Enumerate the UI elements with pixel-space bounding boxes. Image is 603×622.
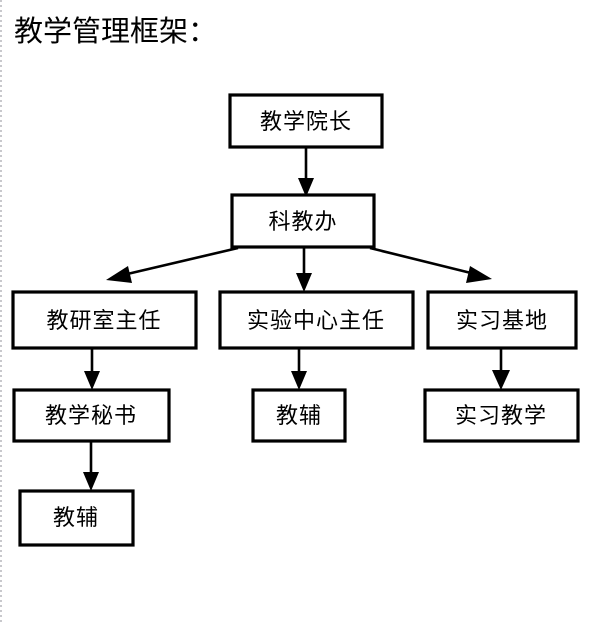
node-teaching-research-director[interactable]: 教研室主任	[11, 290, 198, 350]
node-label-science-education-office: 科教办	[268, 210, 337, 235]
node-label-teaching-research-director: 教研室主任	[46, 309, 161, 334]
node-teaching-assistant-bottom[interactable]: 教辅	[18, 489, 135, 547]
node-teaching-dean[interactable]: 教学院长	[228, 93, 384, 149]
edge-office-to-internship-base	[369, 246, 492, 283]
node-teaching-assistant-middle[interactable]: 教辅	[251, 388, 347, 443]
left-edge-ruler-artifact	[0, 0, 2, 622]
node-internship-base[interactable]: 实习基地	[426, 290, 578, 350]
edge-office-to-teaching-research-director	[106, 246, 239, 283]
node-science-education-office[interactable]: 科教办	[230, 193, 376, 249]
node-internship-teaching[interactable]: 实习教学	[423, 388, 580, 443]
page-title: 教学管理框架：	[14, 14, 218, 48]
node-label-teaching-dean: 教学院长	[260, 110, 352, 135]
edge-internship-base-to-internship-teaching	[492, 348, 510, 390]
edge-secretary-to-assistant	[83, 441, 99, 491]
node-teaching-secretary[interactable]: 教学秘书	[12, 388, 171, 443]
node-label-teaching-assistant-middle: 教辅	[276, 404, 322, 429]
node-label-internship-teaching: 实习教学	[455, 404, 547, 429]
edge-teaching-research-director-to-secretary	[84, 348, 100, 390]
node-lab-center-director[interactable]: 实验中心主任	[218, 290, 415, 350]
node-label-teaching-assistant-bottom: 教辅	[53, 506, 99, 531]
node-label-teaching-secretary: 教学秘书	[45, 404, 137, 429]
node-label-internship-base: 实习基地	[456, 309, 548, 334]
edge-lab-center-director-to-assistant	[291, 348, 307, 390]
edge-office-to-lab-center-director	[296, 248, 312, 292]
edge-dean-to-office	[298, 147, 314, 197]
node-label-lab-center-director: 实验中心主任	[247, 309, 385, 334]
